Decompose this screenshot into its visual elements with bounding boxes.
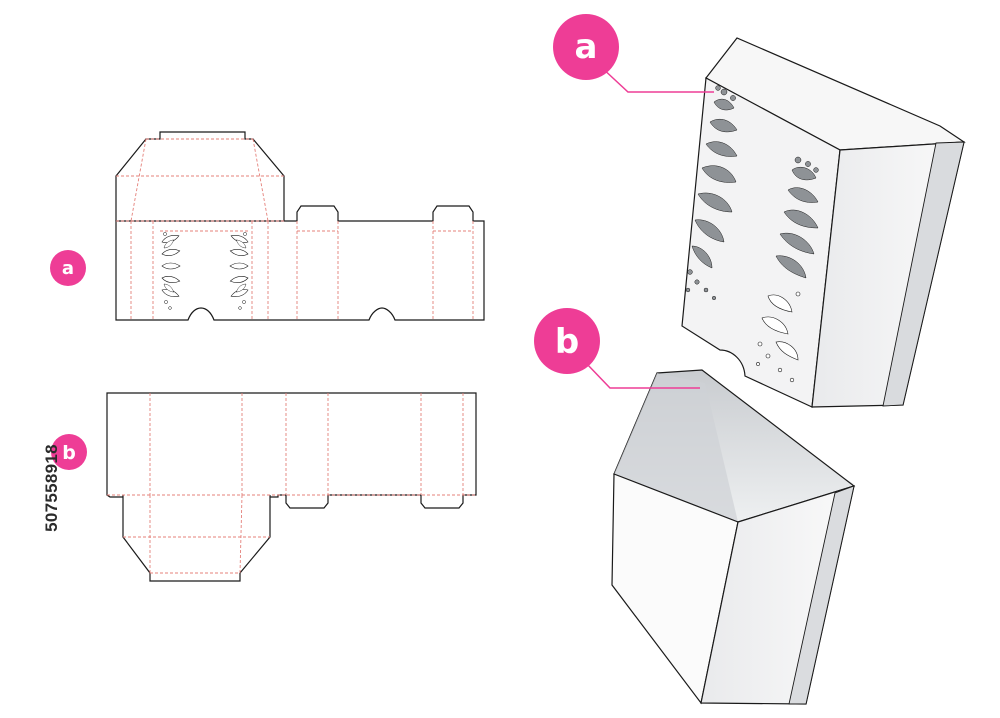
badge-b-left: b — [51, 434, 87, 470]
leaf-cluster-outline-icon — [756, 291, 801, 383]
stock-image-id: 507558918 — [41, 444, 61, 532]
base-hex-flap — [122, 495, 271, 582]
leaf-cluster-cutout-icon — [775, 156, 819, 279]
svg-text:a: a — [575, 27, 598, 67]
leaf-cluster-cutout-icon — [685, 85, 738, 301]
base-body-strip — [106, 392, 477, 509]
svg-text:b: b — [62, 442, 76, 464]
badge-a-right: a — [553, 14, 619, 80]
badge-b-right: b — [534, 308, 600, 374]
badge-a-left: a — [50, 250, 86, 286]
dieline-base-b — [106, 392, 477, 582]
dieline-lid-a — [115, 131, 485, 321]
leaf-cluster-cutout-icon — [160, 232, 181, 310]
svg-text:b: b — [555, 322, 579, 362]
svg-text:a: a — [62, 258, 74, 279]
lid-body-strip — [115, 205, 485, 321]
leader-lines — [585, 65, 714, 389]
box-lid-3d — [681, 37, 966, 408]
lid-hex-flap — [115, 131, 285, 221]
box-base-3d — [611, 369, 856, 705]
leaf-cluster-cutout-icon — [229, 232, 250, 310]
